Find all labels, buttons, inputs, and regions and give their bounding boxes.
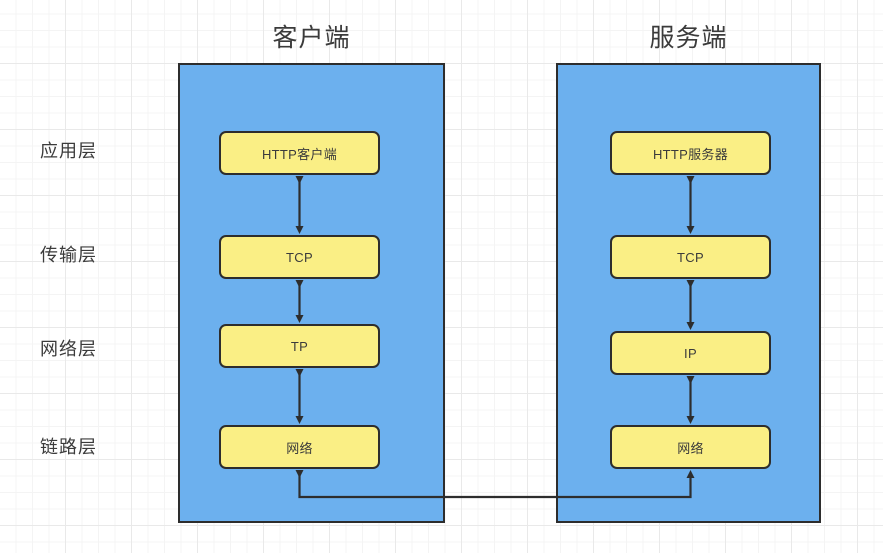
client-tcp-node[interactable]: TCP bbox=[219, 235, 380, 279]
server-network-node[interactable]: 网络 bbox=[610, 425, 771, 469]
server-ip-node[interactable]: IP bbox=[610, 331, 771, 375]
layer-label-network: 网络层 bbox=[40, 339, 97, 359]
server-tcp-node[interactable]: TCP bbox=[610, 235, 771, 279]
layer-label-application: 应用层 bbox=[40, 141, 97, 161]
client-ip-node[interactable]: TP bbox=[219, 324, 380, 368]
server-column-title: 服务端 bbox=[649, 24, 728, 52]
client-network-node[interactable]: 网络 bbox=[219, 425, 380, 469]
client-column-title: 客户端 bbox=[272, 24, 351, 52]
layer-label-transport: 传输层 bbox=[40, 245, 97, 265]
client-http-node[interactable]: HTTP客户端 bbox=[219, 131, 380, 175]
server-http-node[interactable]: HTTP服务器 bbox=[610, 131, 771, 175]
layer-label-link: 链路层 bbox=[40, 437, 97, 457]
